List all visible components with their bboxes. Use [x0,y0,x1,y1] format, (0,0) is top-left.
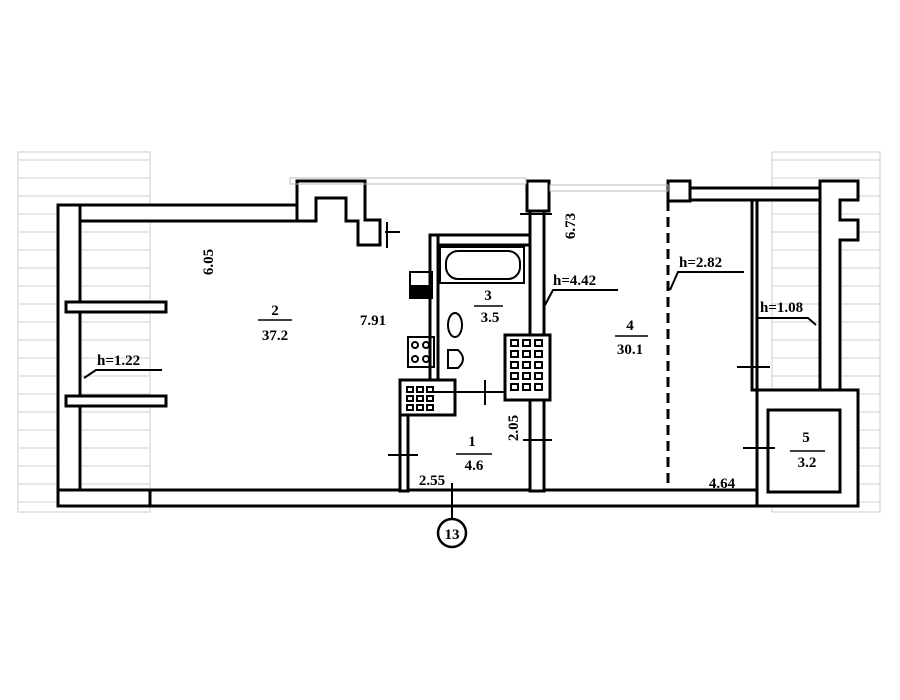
dimension-2-05: 2.05 [506,415,522,441]
room-2-number: 2 [271,303,279,319]
room-5-number: 5 [802,430,810,446]
vent-cell [534,339,543,347]
room-3-area: 3.5 [481,310,500,326]
left-balcony-outline [17,151,151,513]
sink-icon [447,312,463,338]
room-4-number: 4 [626,318,634,334]
axis-marker-label: 13 [445,527,460,543]
vent-cell [416,386,424,393]
vent-cell [510,339,519,347]
vent-cell [416,404,424,411]
right-balcony-outline [771,151,881,513]
height-label-4-42: h=4.42 [553,273,596,289]
vent-cell [534,383,543,391]
vent-cell [406,386,414,393]
axis-marker-circle [436,517,468,549]
room-2-area: 37.2 [262,328,288,344]
vent-cell [416,395,424,402]
vent-cell [522,383,531,391]
dimension-6-05: 6.05 [201,249,217,275]
door-markers [385,213,775,456]
ventilation-shaft-icon [406,339,543,411]
room-4-area: 30.1 [617,342,643,358]
dimension-7-91: 7.91 [360,313,386,329]
vent-cell [426,395,434,402]
vent-cell [510,383,519,391]
dimension-6-73: 6.73 [563,213,579,239]
vent-cell [534,350,543,358]
vent-cell [510,361,519,369]
windows [289,177,669,192]
vent-cell [522,361,531,369]
height-label-1-08: h=1.08 [760,300,803,316]
stove-icon [407,336,435,368]
walls [56,179,860,508]
room-1-area: 4.6 [465,458,484,474]
bathtub-icon [439,246,525,284]
vent-cell [510,350,519,358]
room-1-number: 1 [468,434,476,450]
vent-cell [510,372,519,380]
dimension-4-64: 4.64 [709,476,736,492]
vent-cell [522,350,531,358]
water-heater-icon [409,271,433,299]
leader-lines [83,271,817,379]
vent-cell [522,339,531,347]
dimension-2-55: 2.55 [419,473,445,489]
left-balcony [18,159,150,503]
vent-cell [406,404,414,411]
vent-cell [426,404,434,411]
vent-cell [406,395,414,402]
room-3-number: 3 [484,288,492,304]
height-label-2-82: h=2.82 [679,255,722,271]
vent-cell [534,372,543,380]
toilet-icon [447,349,464,369]
vent-cell [522,372,531,380]
room-5-area: 3.2 [798,455,817,471]
height-label-1-22: h=1.22 [97,353,140,369]
vent-cell [534,361,543,369]
area-fraction-lines [258,305,825,455]
